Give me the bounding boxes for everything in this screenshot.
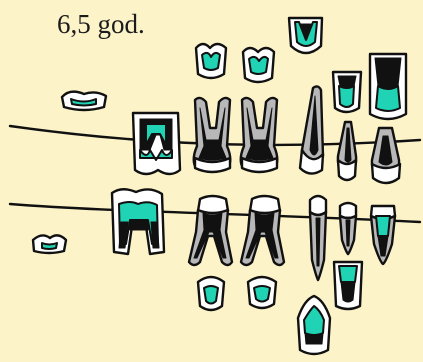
upper-left-tooth-germ	[62, 92, 106, 110]
upper-lateral-incisor	[338, 122, 356, 180]
lower-left-tooth-germ	[33, 235, 66, 253]
upper-primary-molar-2	[241, 98, 278, 172]
lower-primary-molar-2	[241, 196, 284, 265]
upper-canine-germ	[289, 18, 322, 53]
upper-first-molar-crown	[133, 113, 180, 174]
upper-premolar-germ-1	[196, 44, 226, 78]
lower-primary-molar-1	[189, 196, 232, 265]
lower-lateral-incisor-germ	[334, 262, 362, 309]
upper-primary-molar-1	[194, 98, 231, 172]
lower-central-incisor	[371, 206, 395, 264]
lower-first-molar	[112, 189, 164, 254]
lower-premolar-germ-1	[198, 277, 224, 310]
upper-primary-canine	[300, 86, 323, 173]
upper-lateral-incisor-germ	[333, 72, 361, 112]
upper-premolar-germ-2	[243, 48, 274, 82]
lower-lateral-incisor	[340, 203, 356, 254]
upper-central-incisor	[372, 128, 400, 183]
lower-primary-canine	[310, 196, 326, 280]
lower-premolar-germ-2	[248, 277, 276, 308]
lower-canine-germ	[298, 296, 330, 354]
upper-central-incisor-germ	[370, 54, 406, 119]
